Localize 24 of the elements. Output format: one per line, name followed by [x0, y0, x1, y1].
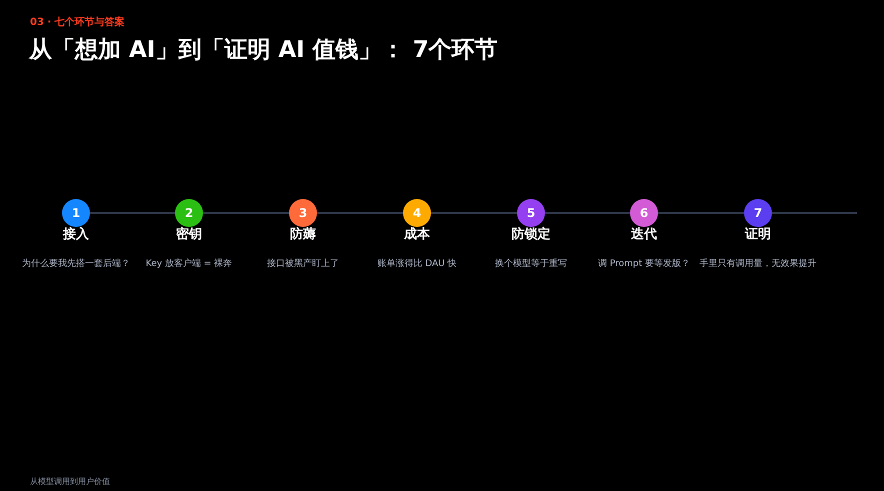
step-title: 密钥 — [176, 227, 202, 243]
timeline-line — [545, 212, 630, 214]
timeline-line — [317, 212, 403, 214]
timeline-line — [431, 212, 517, 214]
step-title: 接入 — [63, 227, 89, 243]
timeline-line — [772, 212, 857, 214]
step-description: 接口被黑产盯上了 — [267, 258, 339, 270]
step-description: 调 Prompt 要等发版？ — [598, 258, 690, 270]
step-title: 成本 — [404, 227, 430, 243]
section-label: 03 · 七个环节与答案 — [30, 15, 125, 29]
step-description: 为什么要我先搭一套后端？ — [22, 258, 130, 270]
step-title: 防薅 — [290, 227, 316, 243]
timeline-line — [203, 212, 289, 214]
timeline-line — [90, 212, 175, 214]
step-title: 证明 — [745, 227, 771, 243]
step-description: 账单涨得比 DAU 快 — [377, 258, 457, 270]
step-description: 手里只有调用量，无效果提升 — [700, 258, 816, 270]
step-description: 换个模型等于重写 — [495, 258, 567, 270]
title: 从「想加 AI」到「证明 AI 值钱」： 7个环节 — [29, 36, 498, 65]
step-title: 防锁定 — [512, 227, 550, 243]
footer-text: 从模型调用到用户价值 — [30, 476, 110, 487]
step-title: 迭代 — [631, 227, 657, 243]
timeline-line — [658, 212, 744, 214]
step-description: Key 放客户端 = 裸奔 — [146, 258, 232, 270]
